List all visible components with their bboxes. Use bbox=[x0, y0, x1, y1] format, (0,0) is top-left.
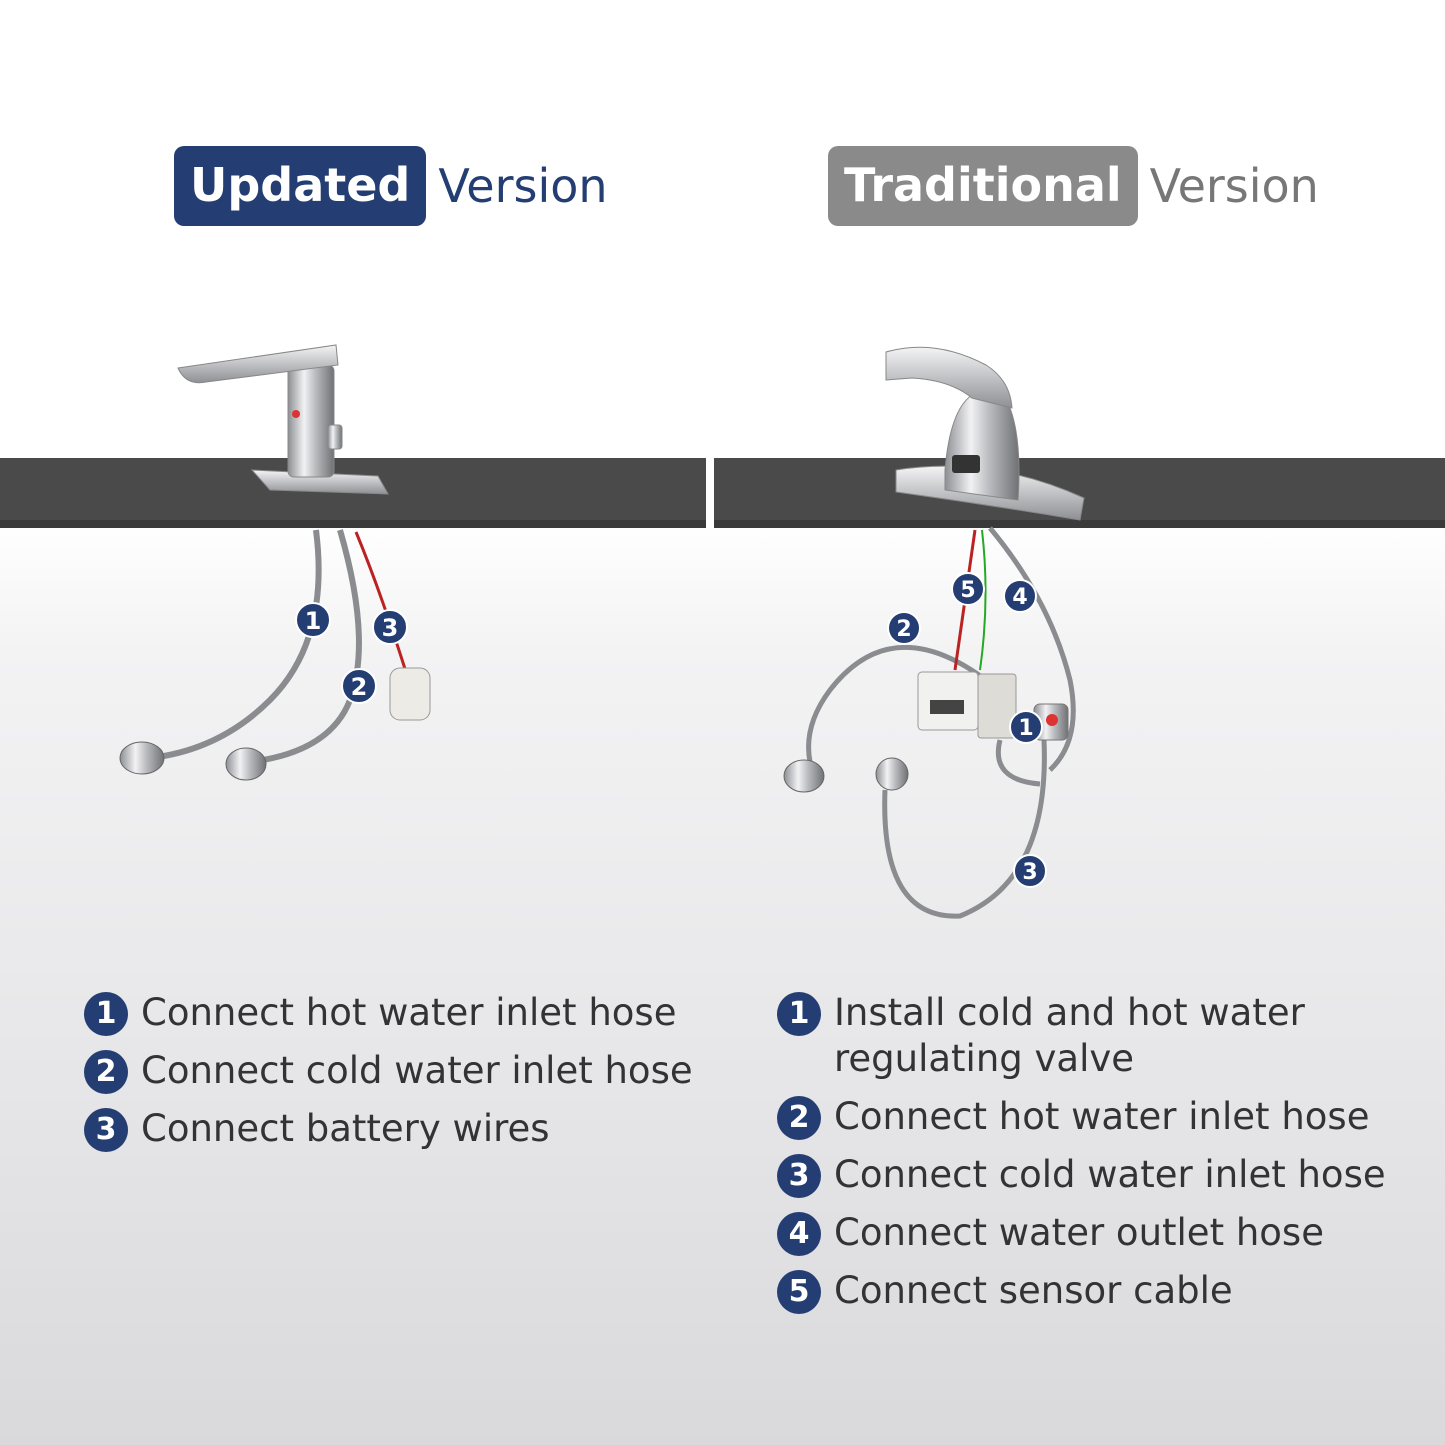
updated-marker-1: 1 bbox=[295, 602, 331, 638]
traditional-step: 2 Connect hot water inlet hose bbox=[777, 1094, 1417, 1140]
step-text: Connect cold water inlet hose bbox=[141, 1049, 693, 1092]
step-number: 2 bbox=[84, 1050, 128, 1094]
step-number: 3 bbox=[84, 1108, 128, 1152]
updated-faucet bbox=[177, 344, 389, 495]
step-text: Install cold and hot water regulating va… bbox=[834, 991, 1305, 1080]
step-text: Connect hot water inlet hose bbox=[141, 991, 677, 1034]
traditional-marker-5: 5 bbox=[951, 572, 985, 606]
step-text: Connect battery wires bbox=[141, 1107, 550, 1150]
updated-fittings bbox=[119, 667, 431, 781]
updated-hoses bbox=[149, 529, 408, 765]
traditional-marker-5-label: 5 bbox=[960, 578, 975, 603]
traditional-title: Traditional Version bbox=[828, 146, 1319, 226]
step-text: Connect water outlet hose bbox=[834, 1211, 1324, 1254]
updated-marker-2: 2 bbox=[341, 668, 377, 704]
traditional-step: 4 Connect water outlet hose bbox=[777, 1210, 1417, 1256]
traditional-marker-1-label: 1 bbox=[1018, 716, 1033, 741]
traditional-marker-2: 2 bbox=[887, 611, 921, 645]
step-number: 3 bbox=[777, 1154, 821, 1198]
step-number: 4 bbox=[777, 1212, 821, 1256]
traditional-fittings bbox=[783, 671, 1069, 793]
updated-title: Updated Version bbox=[174, 146, 608, 226]
updated-marker-3-label: 3 bbox=[382, 614, 399, 642]
updated-marker-1-label: 1 bbox=[305, 607, 322, 635]
step-number: 5 bbox=[777, 1270, 821, 1314]
updated-marker-2-label: 2 bbox=[351, 673, 368, 701]
updated-step: 3 Connect battery wires bbox=[84, 1106, 724, 1152]
traditional-version-word: Version bbox=[1149, 159, 1319, 213]
step-text: Connect hot water inlet hose bbox=[834, 1095, 1370, 1138]
step-number: 2 bbox=[777, 1096, 821, 1140]
updated-step: 1 Connect hot water inlet hose bbox=[84, 990, 724, 1036]
traditional-steps: 1 Install cold and hot water regulating … bbox=[777, 990, 1417, 1314]
updated-version-word: Version bbox=[438, 159, 608, 213]
step-text: Connect cold water inlet hose bbox=[834, 1153, 1386, 1196]
traditional-badge: Traditional bbox=[828, 146, 1138, 226]
traditional-marker-3: 3 bbox=[1013, 854, 1047, 888]
traditional-hoses bbox=[806, 526, 1076, 919]
traditional-marker-2-label: 2 bbox=[896, 617, 911, 642]
updated-badge: Updated bbox=[174, 146, 427, 226]
updated-step: 2 Connect cold water inlet hose bbox=[84, 1048, 724, 1094]
traditional-step: 5 Connect sensor cable bbox=[777, 1268, 1417, 1314]
installation-diagram: 1 2 3 1 2 3 4 5 bbox=[119, 344, 1085, 919]
step-number: 1 bbox=[84, 992, 128, 1036]
traditional-step: 1 Install cold and hot water regulating … bbox=[777, 990, 1417, 1082]
traditional-marker-3-label: 3 bbox=[1022, 860, 1037, 885]
traditional-faucet bbox=[885, 346, 1085, 521]
updated-marker-3: 3 bbox=[372, 609, 408, 645]
traditional-marker-4: 4 bbox=[1003, 579, 1037, 613]
traditional-marker-1: 1 bbox=[1009, 710, 1043, 744]
step-number: 1 bbox=[777, 992, 821, 1036]
traditional-step: 3 Connect cold water inlet hose bbox=[777, 1152, 1417, 1198]
step-text: Connect sensor cable bbox=[834, 1269, 1233, 1312]
updated-steps: 1 Connect hot water inlet hose 2 Connect… bbox=[84, 990, 724, 1152]
traditional-marker-4-label: 4 bbox=[1012, 585, 1027, 610]
